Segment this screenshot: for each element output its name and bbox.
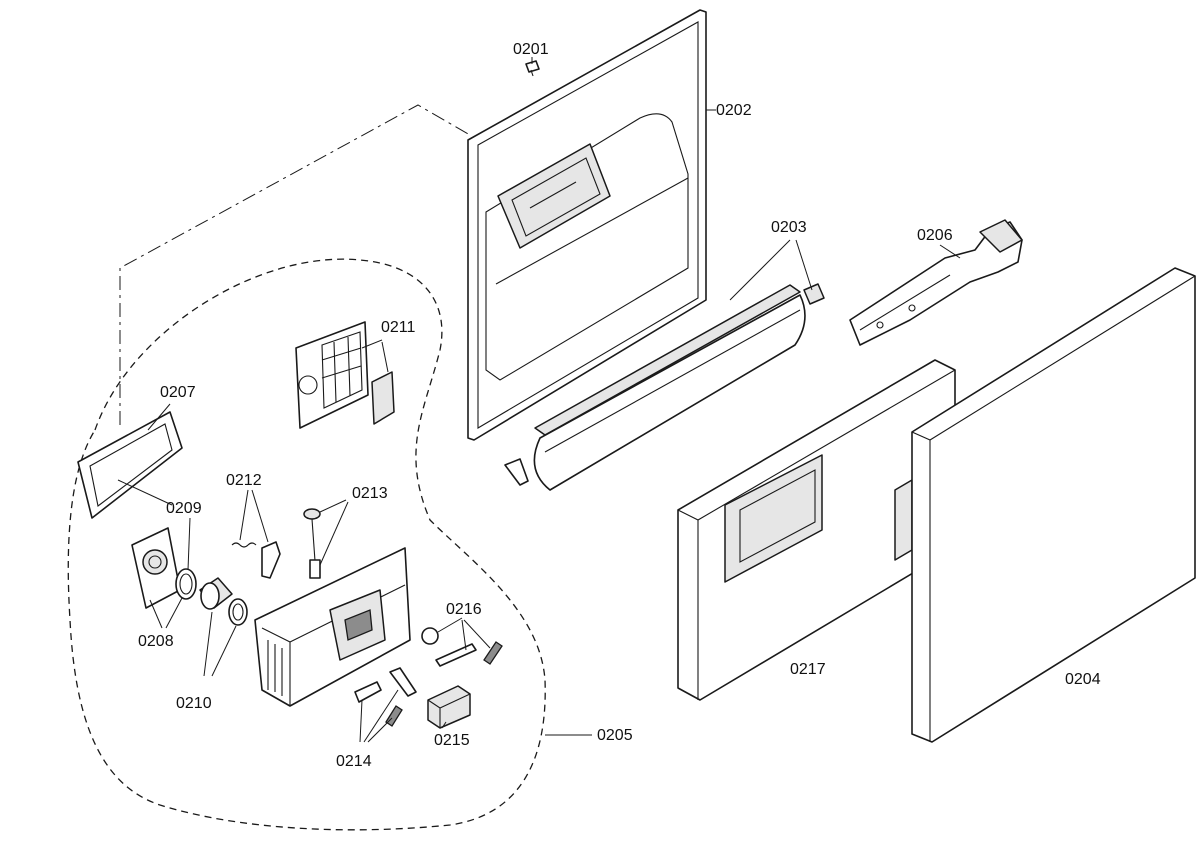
callout-0202: 0202 [716,102,752,119]
callout-0208: 0208 [138,633,174,650]
callout-0206: 0206 [917,227,953,244]
part-0215-switch[interactable] [427,685,471,729]
part-0204-front-panel[interactable] [911,267,1196,743]
part-0206-hinge-bracket[interactable] [849,219,1023,346]
callout-0210: 0210 [176,695,212,712]
callout-0205: 0205 [597,727,633,744]
part-0213-pin[interactable] [303,508,321,579]
leader-lines [117,57,961,743]
part-0210-nozzle[interactable] [199,577,248,626]
part-0203-trim-rail[interactable] [504,283,825,491]
callout-0209: 0209 [166,500,202,517]
callout-0214: 0214 [336,753,372,770]
callout-0215: 0215 [434,732,470,749]
callout-0216: 0216 [446,601,482,618]
part-0217-outer-panel[interactable] [677,359,956,701]
part-0209-ring[interactable] [175,568,197,600]
part-0201-screw[interactable] [525,60,540,77]
callout-0213: 0213 [352,485,388,502]
part-0214-springs[interactable] [354,667,417,727]
part-0207-frame[interactable] [77,411,183,519]
part-0216-pins[interactable] [421,627,503,667]
callout-labels: 0201 0202 0203 0206 0211 0207 0212 0213 … [138,41,1101,770]
assembly-group-boundary [67,258,546,831]
part-0208-cover[interactable] [131,527,181,609]
part-0202-inner-door[interactable] [467,9,707,441]
callout-0211: 0211 [381,319,416,336]
callout-0217: 0217 [790,661,826,678]
callout-0203: 0203 [771,219,807,236]
reference-line [119,104,471,425]
part-0212-spring-latch[interactable] [231,541,281,579]
callout-0201: 0201 [513,41,549,58]
callout-0212: 0212 [226,472,262,489]
part-latch-module[interactable] [254,547,411,707]
callout-0207: 0207 [160,384,196,401]
callout-0204: 0204 [1065,671,1101,688]
part-0211-vent[interactable] [295,321,395,429]
